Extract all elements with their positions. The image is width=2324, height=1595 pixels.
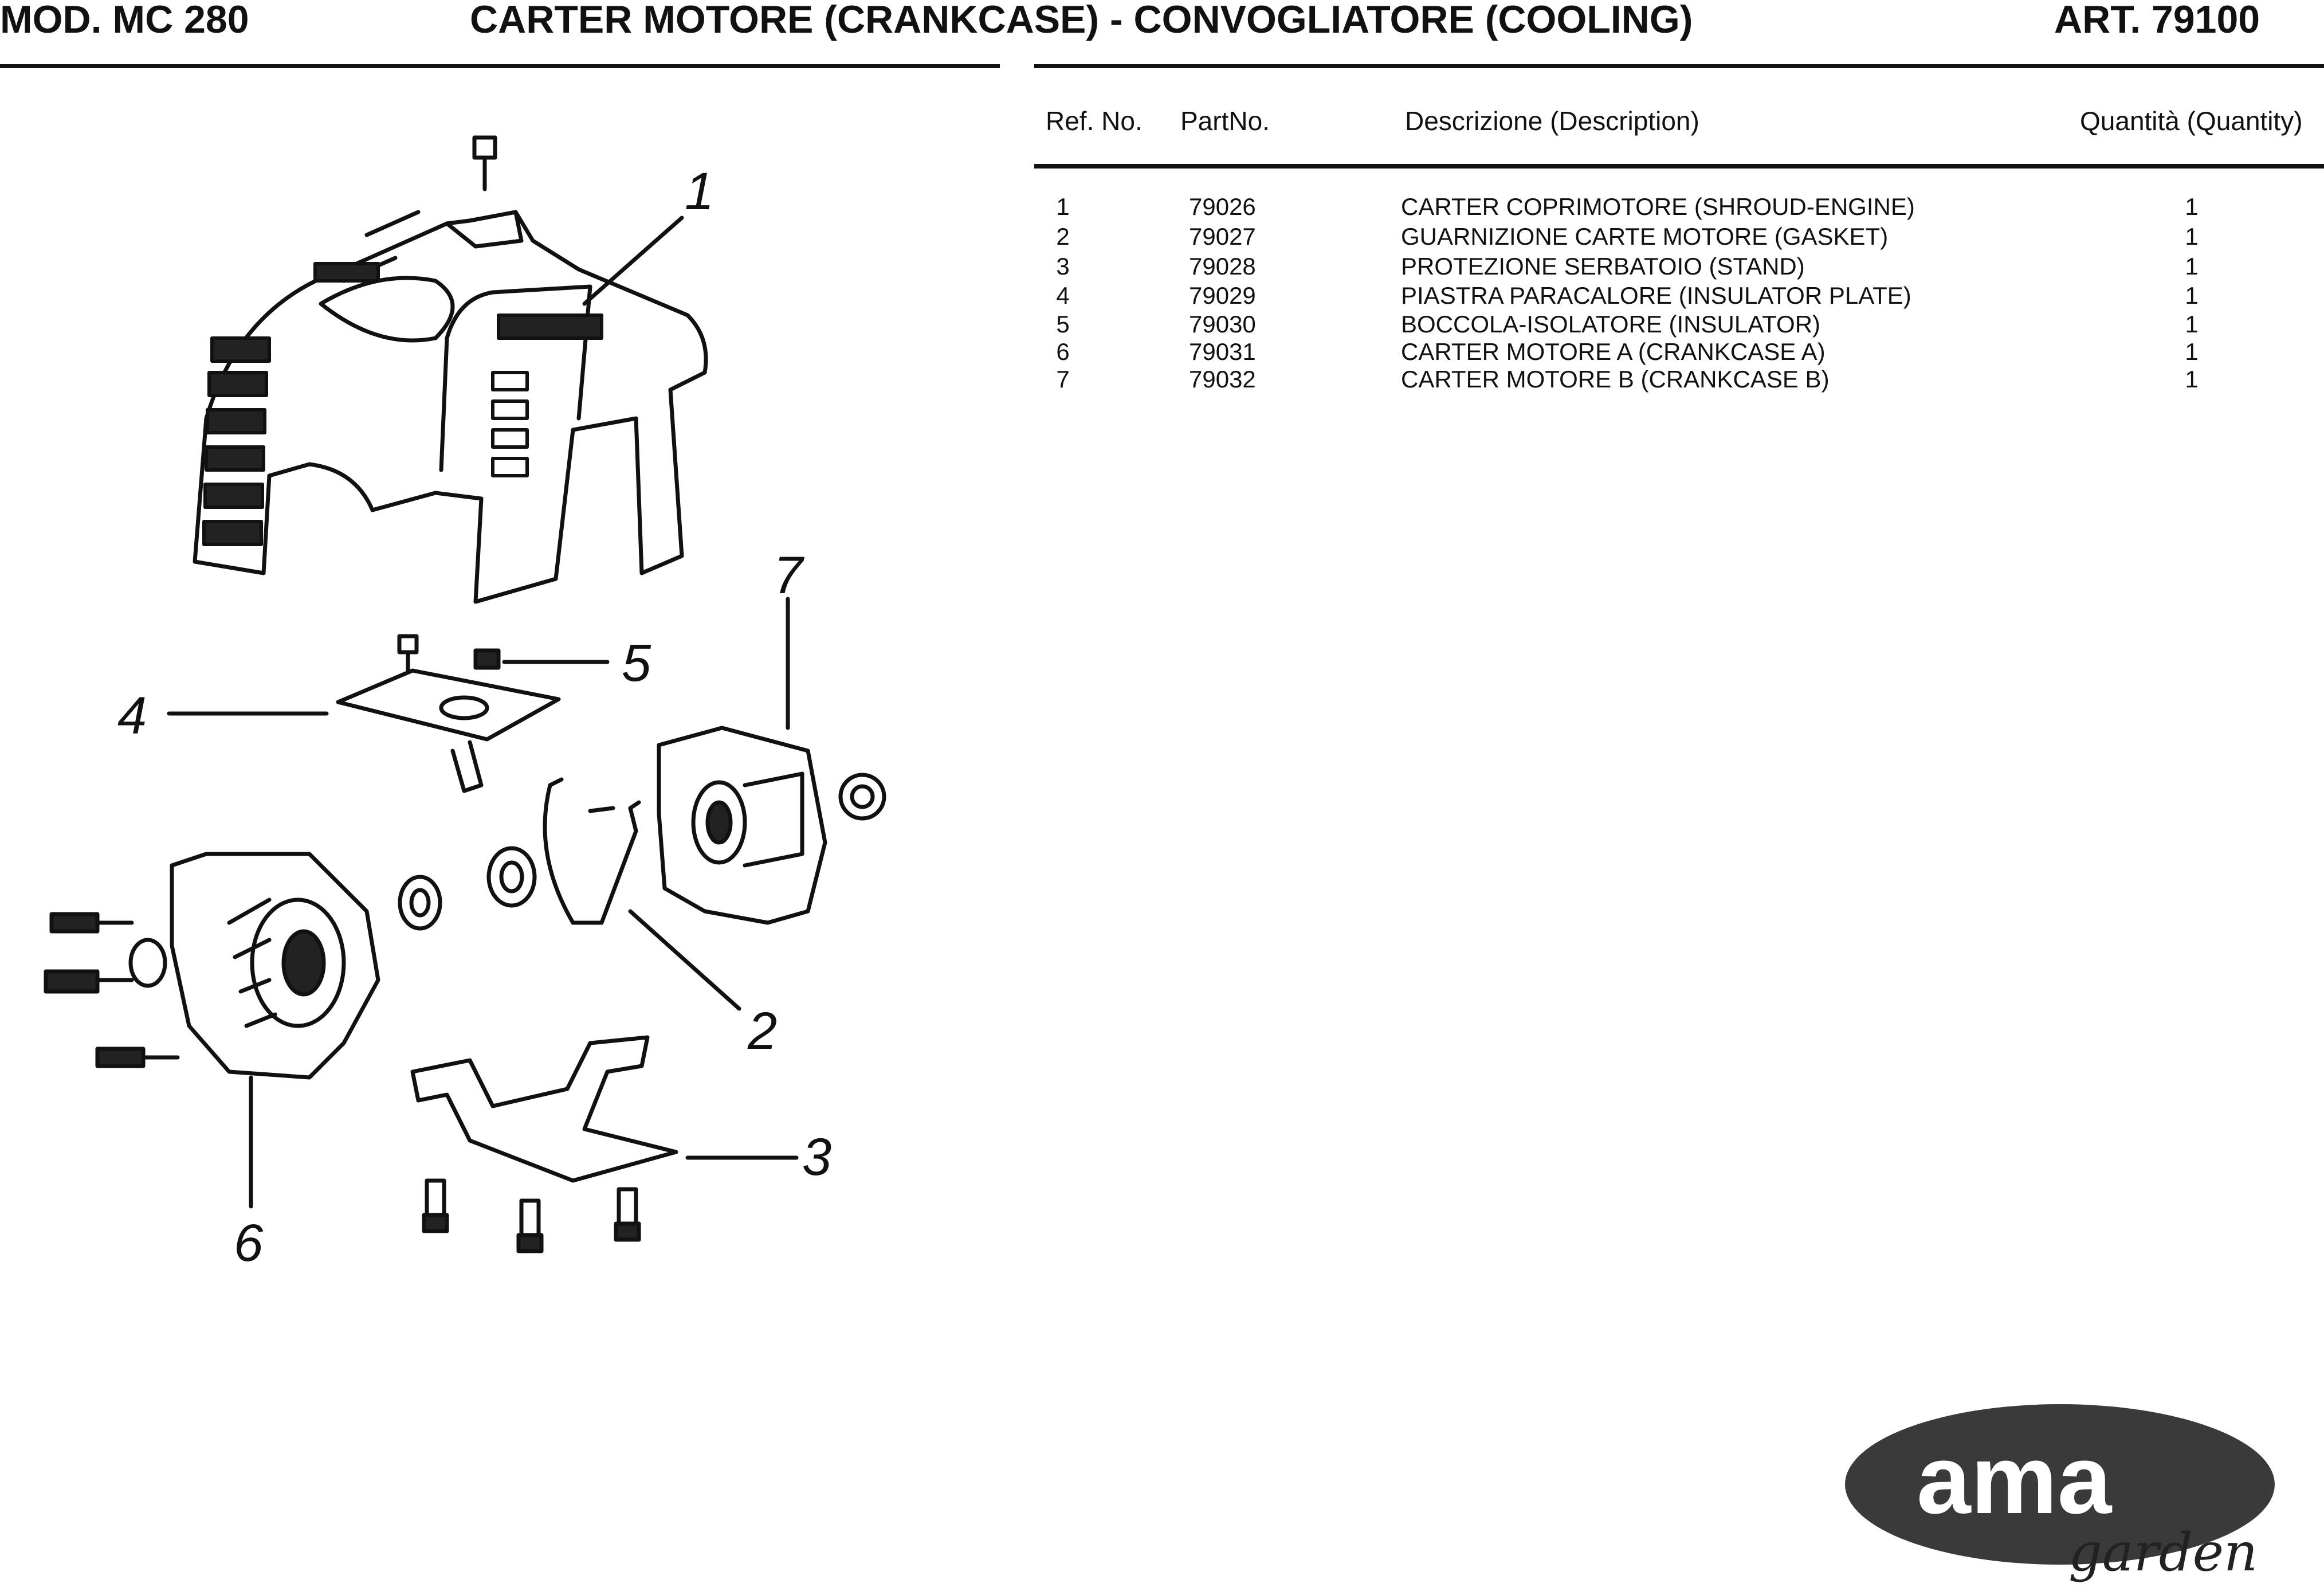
quantity-cell: 1 — [2185, 193, 2199, 220]
quantity-cell: 1 — [2185, 366, 2199, 393]
quantity-cell: 1 — [2185, 282, 2199, 309]
ref-cell: 7 — [1056, 366, 1070, 393]
article-number: ART. 79100 — [2054, 0, 2260, 41]
callout-5: 5 — [622, 634, 651, 692]
ref-cell: 2 — [1056, 223, 1070, 250]
column-header-ref: Ref. No. — [1046, 106, 1143, 136]
header-rule-left — [0, 64, 1000, 68]
table-header-rule — [1034, 164, 2324, 168]
ref-cell: 1 — [1056, 193, 1070, 220]
description-cell: CARTER MOTORE B (CRANKCASE B) — [1401, 366, 1830, 393]
exploded-diagram: 1 2 3 4 5 6 7 — [44, 135, 886, 1272]
part-number-cell: 79029 — [1189, 282, 1256, 309]
table-row: 6 79031 CARTER MOTORE A (CRANKCASE A) 1 — [1034, 337, 2324, 367]
part-number-cell: 79031 — [1189, 338, 1256, 365]
table-row: 2 79027 GUARNIZIONE CARTE MOTORE (GASKET… — [1034, 222, 2324, 252]
stand-drawing — [410, 1035, 799, 1253]
description-cell: BOCCOLA-ISOLATORE (INSULATOR) — [1401, 311, 1821, 338]
callout-2: 2 — [747, 1002, 777, 1060]
part-number-cell: 79027 — [1189, 223, 1256, 250]
ama-garden-logo: ama garden — [1845, 1404, 2275, 1583]
crankcase-a-drawing — [44, 852, 442, 1209]
gasket-drawing — [486, 777, 741, 1011]
callout-1: 1 — [685, 162, 714, 221]
callout-6: 6 — [234, 1214, 264, 1272]
logo-sub-text: garden — [2068, 1522, 2258, 1583]
callout-3: 3 — [802, 1128, 831, 1186]
quantity-cell: 1 — [2185, 223, 2199, 250]
part-number-cell: 79026 — [1189, 193, 1256, 220]
quantity-cell: 1 — [2185, 253, 2199, 280]
part-number-cell: 79028 — [1189, 253, 1256, 280]
crankcase-b-drawing — [657, 597, 886, 925]
column-header-description: Descrizione (Description) — [1405, 106, 1699, 136]
callout-7: 7 — [774, 546, 804, 605]
description-cell: CARTER MOTORE A (CRANKCASE A) — [1401, 338, 1826, 365]
description-cell: PIASTRA PARACALORE (INSULATOR PLATE) — [1401, 282, 1911, 309]
column-header-quantity: Quantità (Quantity) — [2080, 106, 2303, 136]
page-title: CARTER MOTORE (CRANKCASE) - CONVOGLIATOR… — [470, 0, 1693, 41]
callout-4: 4 — [117, 687, 147, 745]
header-rule-right — [1034, 64, 2324, 68]
table-row: 5 79030 BOCCOLA-ISOLATORE (INSULATOR) 1 — [1034, 309, 2324, 339]
ref-cell: 3 — [1056, 253, 1070, 280]
quantity-cell: 1 — [2185, 311, 2199, 338]
table-row: 4 79029 PIASTRA PARACALORE (INSULATOR PL… — [1034, 281, 2324, 311]
description-cell: PROTEZIONE SERBATOIO (STAND) — [1401, 253, 1805, 280]
model-label: MOD. MC 280 — [0, 0, 249, 41]
table-row: 1 79026 CARTER COPRIMOTORE (SHROUD-ENGIN… — [1034, 192, 2324, 222]
quantity-cell: 1 — [2185, 338, 2199, 365]
table-row: 3 79028 PROTEZIONE SERBATOIO (STAND) 1 — [1034, 252, 2324, 281]
logo-brand-text: ama — [1917, 1425, 2113, 1534]
part-number-cell: 79030 — [1189, 311, 1256, 338]
insulator-plate-drawing — [167, 668, 561, 793]
table-row: 7 79032 CARTER MOTORE B (CRANKCASE B) 1 — [1034, 365, 2324, 394]
insulator-drawing — [397, 634, 610, 679]
ref-cell: 5 — [1056, 311, 1070, 338]
shroud-engine-drawing — [193, 135, 708, 604]
part-number-cell: 79032 — [1189, 366, 1256, 393]
column-header-part: PartNo. — [1180, 106, 1270, 136]
description-cell: CARTER COPRIMOTORE (SHROUD-ENGINE) — [1401, 193, 1915, 220]
description-cell: GUARNIZIONE CARTE MOTORE (GASKET) — [1401, 223, 1889, 250]
ref-cell: 6 — [1056, 338, 1070, 365]
logo-oval — [1845, 1404, 2275, 1565]
ref-cell: 4 — [1056, 282, 1070, 309]
